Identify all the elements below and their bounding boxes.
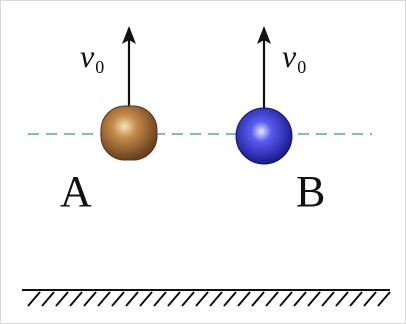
velocity-label-b: v0 [282, 40, 306, 76]
velocity-symbol-a: v [80, 38, 95, 74]
label-b: B [296, 167, 326, 216]
velocity-subscript-a: 0 [95, 57, 105, 77]
velocity-symbol-b: v [282, 38, 297, 74]
ground-surface [22, 289, 391, 307]
label-a: A [60, 167, 92, 216]
arrowhead-b [257, 26, 271, 44]
ball-b [235, 107, 293, 165]
velocity-label-a: v0 [80, 40, 104, 76]
velocity-subscript-b: 0 [297, 57, 307, 77]
ball-a [100, 105, 158, 161]
arrowhead-a [122, 26, 136, 44]
